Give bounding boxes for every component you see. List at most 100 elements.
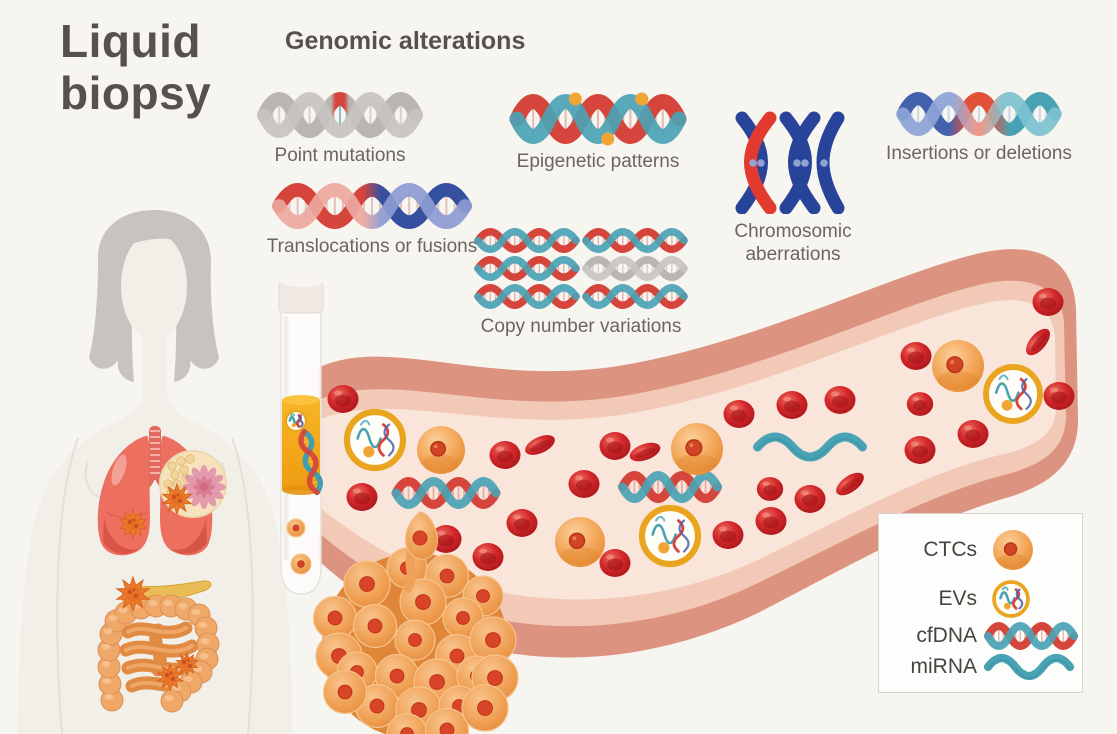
- sample-tube: [278, 277, 324, 595]
- red-blood-cell: [1043, 382, 1075, 410]
- red-blood-cell: [776, 391, 808, 419]
- ctc-cell: [671, 423, 723, 475]
- copy-number-dna-icon: [582, 228, 688, 253]
- red-blood-cell: [568, 470, 600, 498]
- genomic-item-copy-number-variations: Copy number variations: [472, 228, 690, 338]
- tumor-lesion: [156, 662, 184, 692]
- legend-box: CTCs EVs cfDNA miRNA: [878, 513, 1083, 693]
- copy-number-dna-grid: [474, 228, 688, 309]
- red-blood-cell: [489, 441, 521, 469]
- tumor-cell: [290, 553, 312, 575]
- legend-label-mirna: miRNA: [910, 655, 978, 678]
- tumor-cell: [394, 619, 436, 661]
- copy-number-dna-icon: [582, 256, 688, 281]
- chromosomic-aberrations-icon: [734, 110, 852, 214]
- hair: [89, 210, 219, 382]
- tumor-cell: [352, 603, 398, 649]
- face: [121, 232, 187, 340]
- genomic-alterations-heading: Genomic alterations: [285, 27, 526, 55]
- tumor-cell: [386, 713, 428, 734]
- red-blood-cell: [599, 432, 631, 460]
- tumor-lesion: [161, 482, 193, 516]
- legend-label-cfdna: cfDNA: [916, 624, 977, 647]
- red-blood-cell: [525, 435, 555, 455]
- red-blood-cell: [794, 485, 826, 513]
- ctc-cell-glyph: [993, 530, 1033, 570]
- ev-vesicle: [284, 409, 308, 433]
- red-blood-cell: [957, 420, 989, 448]
- insertions-deletions-icon: [896, 92, 1062, 136]
- ctc-cell: [417, 426, 465, 474]
- genomic-item-label: Translocations or fusions: [266, 236, 478, 257]
- red-blood-cell: [756, 477, 784, 501]
- ev-vesicle: [343, 408, 407, 472]
- legend-row-cfdna: cfDNA: [887, 620, 1078, 652]
- ev-vesicle: [983, 364, 1043, 424]
- genomic-item-point-mutations: Point mutations: [245, 92, 435, 167]
- tumor-cell: [322, 669, 368, 715]
- epigenetic-dna-icon: [509, 92, 687, 146]
- red-blood-cell: [824, 386, 856, 414]
- red-blood-cell: [472, 543, 504, 571]
- mirna-strand-glyph: [983, 653, 1075, 681]
- tumor-cell: [312, 595, 358, 641]
- lung-tumor-inset: [159, 450, 227, 518]
- copy-number-dna-icon: [474, 256, 580, 281]
- red-blood-cell: [836, 472, 864, 496]
- genomic-item-label: Point mutations: [274, 145, 406, 166]
- hair-bangs: [112, 218, 202, 260]
- genomic-item-chromosomic-aberrations: Chromosomic aberrations: [713, 110, 873, 266]
- ev-vesicle: [638, 504, 702, 568]
- page-title: Liquid biopsy: [60, 15, 212, 119]
- ev-vesicle-glyph: [992, 580, 1030, 618]
- intravasation-neck: [403, 547, 417, 593]
- tumor-lesion: [118, 508, 148, 540]
- cfdna-helix-icon: [984, 622, 1078, 650]
- red-blood-cell: [1026, 328, 1050, 356]
- legend-label-evs: EVs: [938, 587, 977, 610]
- tumor-lesion: [175, 651, 199, 677]
- copy-number-dna-icon: [474, 228, 580, 253]
- genomic-item-label: Chromosomic aberrations: [734, 221, 852, 266]
- red-blood-cell: [629, 442, 661, 462]
- tumor-lesion: [115, 575, 151, 613]
- legend-row-ctcs: CTCs: [887, 524, 1074, 576]
- ev-vesicle-icon: [988, 576, 1034, 622]
- legend-row-evs: EVs: [887, 576, 1074, 622]
- epigenetic-patterns-icon: [509, 92, 687, 146]
- red-blood-cell: [346, 483, 378, 511]
- copy-number-variations-icon: [474, 228, 688, 309]
- red-blood-cell: [712, 521, 744, 549]
- mirna-strand-icon: [983, 653, 1075, 681]
- genomic-item-label: Copy number variations: [480, 316, 682, 337]
- red-blood-cell: [506, 509, 538, 537]
- red-blood-cell: [904, 436, 936, 464]
- red-blood-cell: [723, 400, 755, 428]
- genomic-item-label: Epigenetic patterns: [516, 151, 680, 172]
- genomic-item-translocations-fusions: Translocations or fusions: [252, 183, 492, 258]
- cfdna-fragment: [618, 471, 722, 503]
- cfdna-fragment: [391, 477, 501, 509]
- legend-row-mirna: miRNA: [887, 652, 1075, 682]
- tumor-cell: [461, 684, 509, 732]
- genomic-item-epigenetic-patterns: Epigenetic patterns: [498, 92, 698, 173]
- tube-dna-helix: [298, 428, 324, 496]
- tumor-cell-cluster: [312, 511, 519, 734]
- circulating-biomarkers: [327, 288, 1075, 577]
- female-silhouette: [18, 210, 292, 734]
- cfdna-helix-glyph: [984, 622, 1078, 650]
- ctc-cell: [555, 517, 605, 567]
- point-mutation-dna-icon: [257, 92, 423, 138]
- copy-number-dna-icon: [582, 284, 688, 309]
- chromosomes-icon: [735, 111, 845, 214]
- red-blood-cell: [327, 385, 359, 413]
- tumor-cell: [469, 616, 517, 664]
- red-blood-cell: [599, 549, 631, 577]
- indel-dna-icon: [896, 92, 1062, 136]
- legend-label-ctcs: CTCs: [923, 538, 977, 561]
- tumor-cell: [343, 560, 391, 608]
- copy-number-dna-icon: [474, 284, 580, 309]
- red-blood-cell: [1032, 288, 1064, 316]
